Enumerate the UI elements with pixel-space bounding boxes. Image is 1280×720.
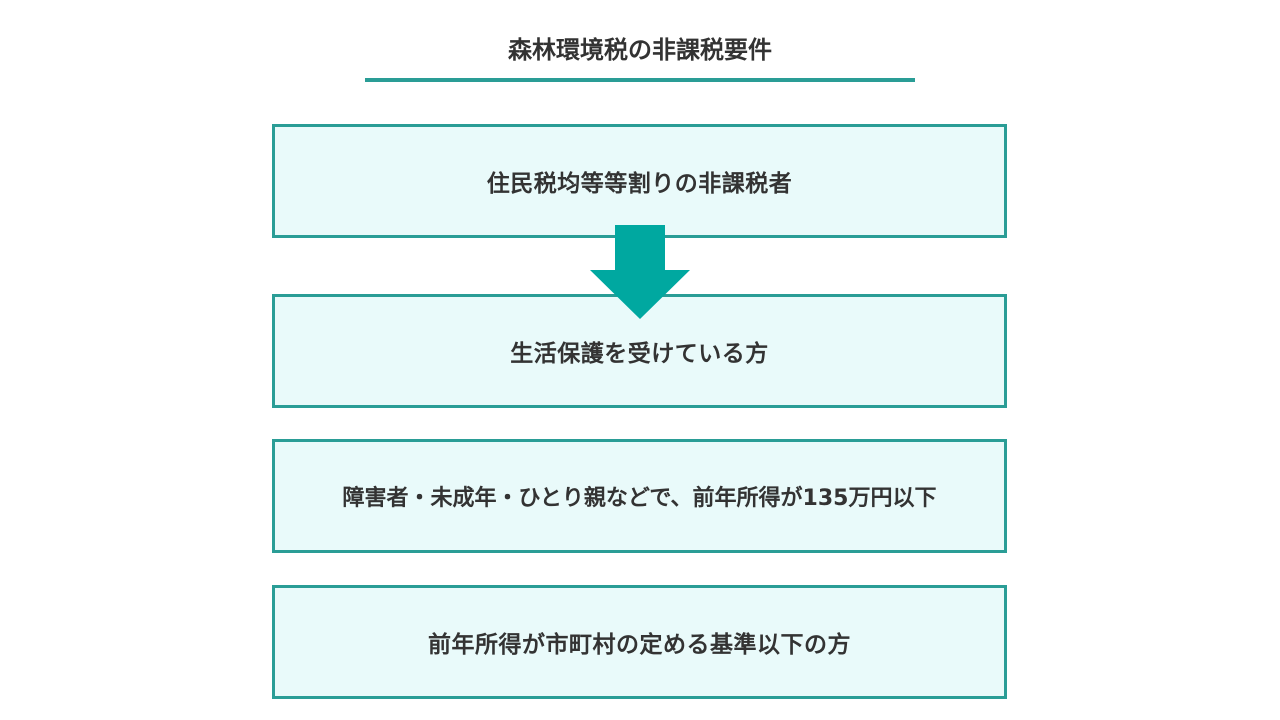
box-label: 前年所得が市町村の定める基準以下の方 [428, 632, 851, 658]
box-label: 障害者・未成年・ひとり親などで、前年所得が135万円以下 [342, 486, 937, 511]
condition-box-municipal-standard: 前年所得が市町村の定める基準以下の方 [272, 585, 1007, 699]
arrow-down-icon [590, 225, 690, 319]
box-label: 生活保護を受けている方 [510, 341, 769, 367]
condition-box-income-135: 障害者・未成年・ひとり親などで、前年所得が135万円以下 [272, 439, 1007, 553]
diagram-title: 森林環境税の非課税要件 [508, 36, 772, 64]
title-underline [365, 78, 915, 82]
box-label: 住民税均等等割りの非課税者 [486, 171, 793, 197]
condition-box-resident-tax-exempt: 住民税均等等割りの非課税者 [272, 124, 1007, 238]
